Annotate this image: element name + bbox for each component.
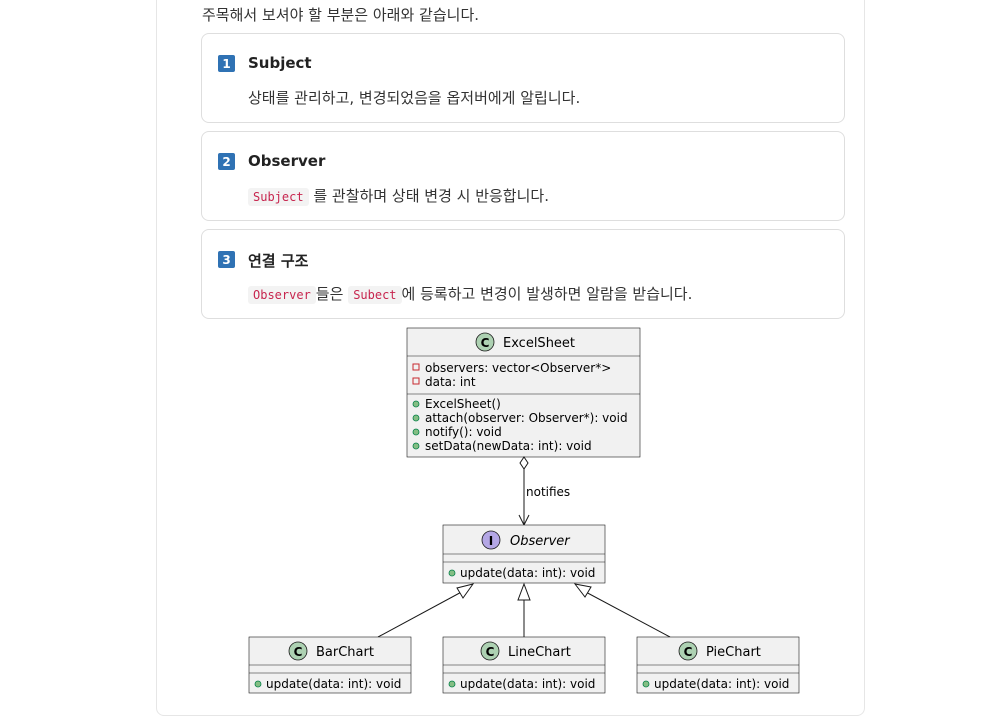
description-text: 에 등록하고 변경이 발생하면 알람을 받습니다. xyxy=(401,285,693,303)
number-badge: 1 xyxy=(218,55,235,72)
observer-interface: I Observer update(data: int): void xyxy=(442,524,606,584)
class-name: LineChart xyxy=(508,645,571,660)
content-panel xyxy=(156,0,865,716)
hollow-triangle xyxy=(573,583,592,598)
class-stereotype-icon xyxy=(480,641,500,661)
field: data: int xyxy=(425,375,476,389)
description-text: 를 관찰하며 상태 변경 시 반응합니다. xyxy=(313,187,549,205)
interface-stereotype-letter: I xyxy=(489,534,493,548)
interface-stereotype-icon xyxy=(481,530,501,550)
class-stereotype-letter: C xyxy=(481,336,490,350)
excelsheet-class: C ExcelSheet observers: vector<Observer*… xyxy=(406,327,641,458)
method: update(data: int): void xyxy=(266,677,401,691)
class-name: ExcelSheet xyxy=(503,336,575,351)
public-method-icon xyxy=(448,569,456,577)
piechart-class: C PieChart update(data: int): void xyxy=(636,636,800,694)
class-stereotype-icon xyxy=(678,641,698,661)
aggregation-diamond xyxy=(519,456,529,470)
inline-code: Subect xyxy=(348,286,402,304)
number-badge: 2 xyxy=(218,153,235,170)
inline-code: Observer xyxy=(248,286,316,304)
private-field-icon xyxy=(412,363,420,371)
method: update(data: int): void xyxy=(654,677,789,691)
class-stereotype-icon xyxy=(475,332,495,352)
number-badge: 3 xyxy=(218,251,235,268)
method: attach(observer: Observer*): void xyxy=(425,411,628,425)
notifies-relation: notifies xyxy=(518,456,570,527)
interface-name: Observer xyxy=(510,534,571,549)
class-name: PieChart xyxy=(706,645,761,660)
public-method-icon xyxy=(412,442,420,450)
realization-arrows xyxy=(377,582,671,638)
hollow-triangle xyxy=(456,583,475,599)
method: ExcelSheet() xyxy=(425,397,501,411)
card-description: Subject 를 관찰하며 상태 변경 시 반응합니다. xyxy=(248,185,549,206)
class-stereotype-letter: C xyxy=(486,645,495,659)
public-method-icon xyxy=(448,680,456,688)
method: update(data: int): void xyxy=(460,566,595,580)
card-title: Subject xyxy=(248,54,312,72)
card-title: Observer xyxy=(248,152,326,170)
class-stereotype-icon xyxy=(288,641,308,661)
barchart-class: C BarChart update(data: int): void xyxy=(248,636,412,694)
public-method-icon xyxy=(412,400,420,408)
description-text: 들은 xyxy=(315,285,344,303)
class-stereotype-letter: C xyxy=(294,645,303,659)
method: notify(): void xyxy=(425,425,502,439)
class-stereotype-letter: C xyxy=(684,645,693,659)
method: update(data: int): void xyxy=(460,677,595,691)
public-method-icon xyxy=(642,680,650,688)
card-subject: 1 Subject 상태를 관리하고, 변경되었음을 옵저버에게 알립니다. xyxy=(201,33,845,123)
relation-label: notifies xyxy=(526,485,570,499)
hollow-triangle xyxy=(517,582,531,601)
private-field-icon xyxy=(412,377,420,385)
public-method-icon xyxy=(254,680,262,688)
method: setData(newData: int): void xyxy=(425,439,592,453)
card-observer: 2 Observer Subject 를 관찰하며 상태 변경 시 반응합니다. xyxy=(201,131,845,221)
inline-code: Subject xyxy=(248,188,309,206)
linechart-class: C LineChart update(data: int): void xyxy=(442,636,606,694)
card-description: 상태를 관리하고, 변경되었음을 옵저버에게 알립니다. xyxy=(248,89,581,107)
intro-text: 주목해서 보셔야 할 부분은 아래와 같습니다. xyxy=(202,6,480,24)
class-name: BarChart xyxy=(316,645,374,660)
field: observers: vector<Observer*> xyxy=(425,361,611,375)
card-title: 연결 구조 xyxy=(248,252,309,270)
public-method-icon xyxy=(412,414,420,422)
public-method-icon xyxy=(412,428,420,436)
